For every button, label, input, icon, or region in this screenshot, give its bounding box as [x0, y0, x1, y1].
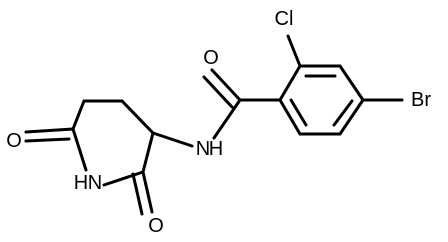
bond-c4-c3 [120, 99, 155, 135]
glutarimide-ring-bonds [24, 99, 155, 216]
bond-ar6-ar1-inner [289, 98, 308, 127]
bond-c3-c2 [141, 131, 155, 174]
bond-c2-n1 [102, 170, 145, 187]
bond-n1-c6 [71, 127, 88, 172]
bond-c7-o-double-a [210, 68, 242, 102]
amide-nitrogen-label: N [196, 138, 210, 160]
bond-c6-c5 [71, 99, 86, 131]
bond-ar4-ar5-inner [332, 99, 354, 127]
imide-hydrogen-label: H [74, 172, 88, 194]
bond-ar3-ar4 [338, 64, 365, 102]
bond-c7-o-double-b [202, 75, 234, 109]
oxygen-carbonyl-label: O [203, 47, 219, 69]
amide-linkage-bonds [151, 68, 282, 148]
benzene-ring-bonds [278, 34, 404, 136]
bond-ar6-ar1 [278, 98, 302, 136]
bond-nh-c7 [212, 98, 242, 140]
bromine-label: Br [411, 89, 431, 111]
bond-c3-nh [151, 131, 194, 148]
atom-labels: O Cl Br N H H N O O [6, 8, 431, 237]
imide-nitrogen-label: N [88, 172, 102, 194]
bond-c2-o-double-b [131, 172, 144, 216]
bond-ar4-ar5 [338, 98, 365, 136]
bond-c6-o-double-a [24, 127, 75, 134]
amide-hydrogen-label: H [209, 138, 223, 160]
chlorine-label: Cl [275, 8, 294, 30]
oxygen-bottom-label: O [148, 215, 164, 237]
bond-c6-o-double-b [24, 137, 71, 143]
bond-c2-o-double-a [141, 170, 154, 214]
bond-ar1-ar2 [278, 64, 302, 102]
bond-ar2-cl [286, 34, 302, 68]
oxygen-left-label: O [6, 130, 22, 152]
